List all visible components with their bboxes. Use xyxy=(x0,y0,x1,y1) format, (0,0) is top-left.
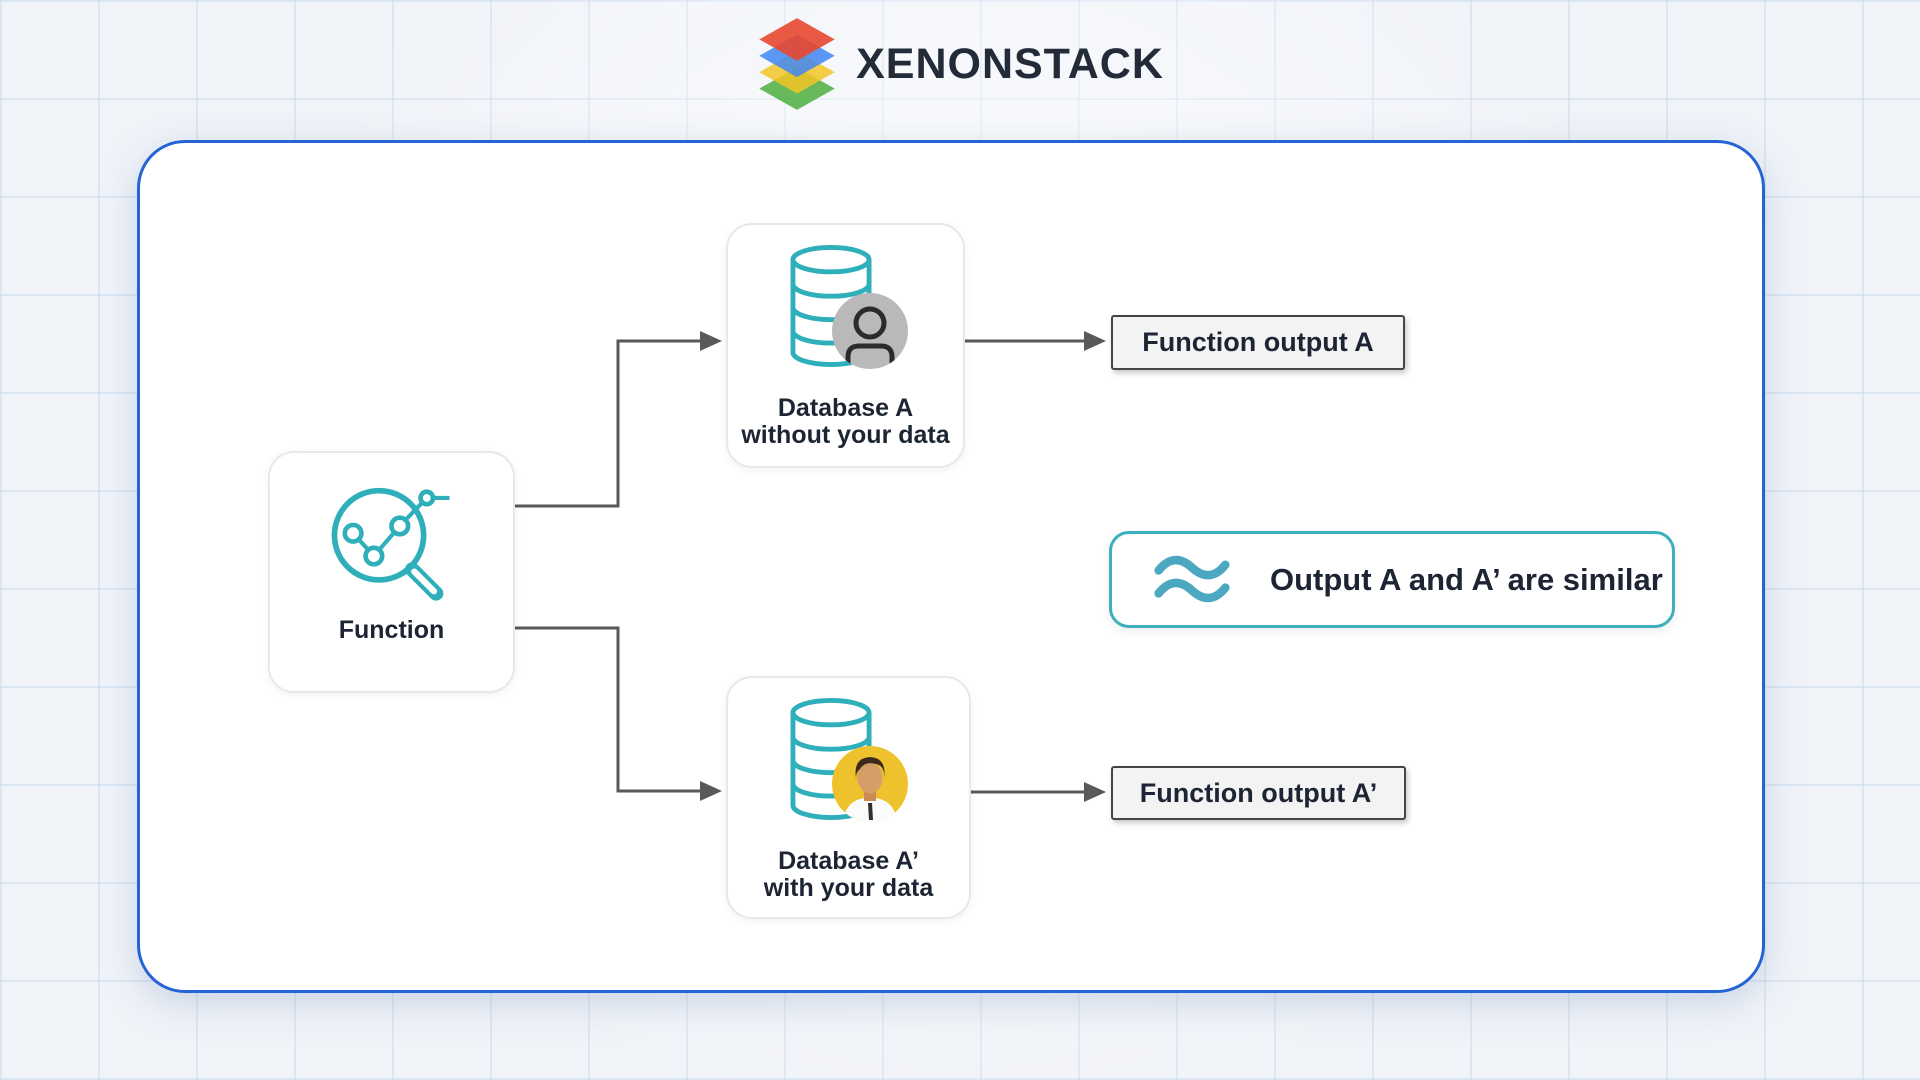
approximately-equal-icon xyxy=(1154,555,1230,602)
function-output-a-prime-box: Function output A’ xyxy=(1111,766,1406,820)
database-a-prime-subtitle: with your data xyxy=(763,874,934,902)
database-a-node: Database A without your data xyxy=(726,223,965,468)
brand-name: XENONSTACK xyxy=(856,39,1164,88)
function-output-a-box: Function output A xyxy=(1111,315,1405,370)
function-output-a-label: Function output A xyxy=(1142,327,1374,357)
logo: XENONSTACK xyxy=(0,14,1920,114)
diagram-panel: Function Database A without your data xyxy=(137,140,1765,993)
similarity-label: Output A and A’ are similar xyxy=(1270,561,1663,597)
anonymous-user-icon xyxy=(832,293,908,369)
magnifier-chart-icon xyxy=(331,487,450,601)
database-a-prime-title: Database A’ xyxy=(778,847,919,875)
similarity-box: Output A and A’ are similar xyxy=(1109,531,1675,628)
xenonstack-logo-icon xyxy=(759,18,835,110)
function-output-a-prime-label: Function output A’ xyxy=(1139,777,1378,808)
database-a-title: Database A xyxy=(777,394,914,422)
database-a-prime-node: Database A’ with your data xyxy=(726,676,971,919)
function-node: Function xyxy=(268,451,515,693)
database-a-subtitle: without your data xyxy=(741,421,950,449)
database-a-prime-label: Database A’ with your data xyxy=(728,848,969,902)
database-a-label: Database A without your data xyxy=(728,395,963,449)
your-data-user-icon xyxy=(832,746,908,822)
function-label: Function xyxy=(338,616,445,644)
